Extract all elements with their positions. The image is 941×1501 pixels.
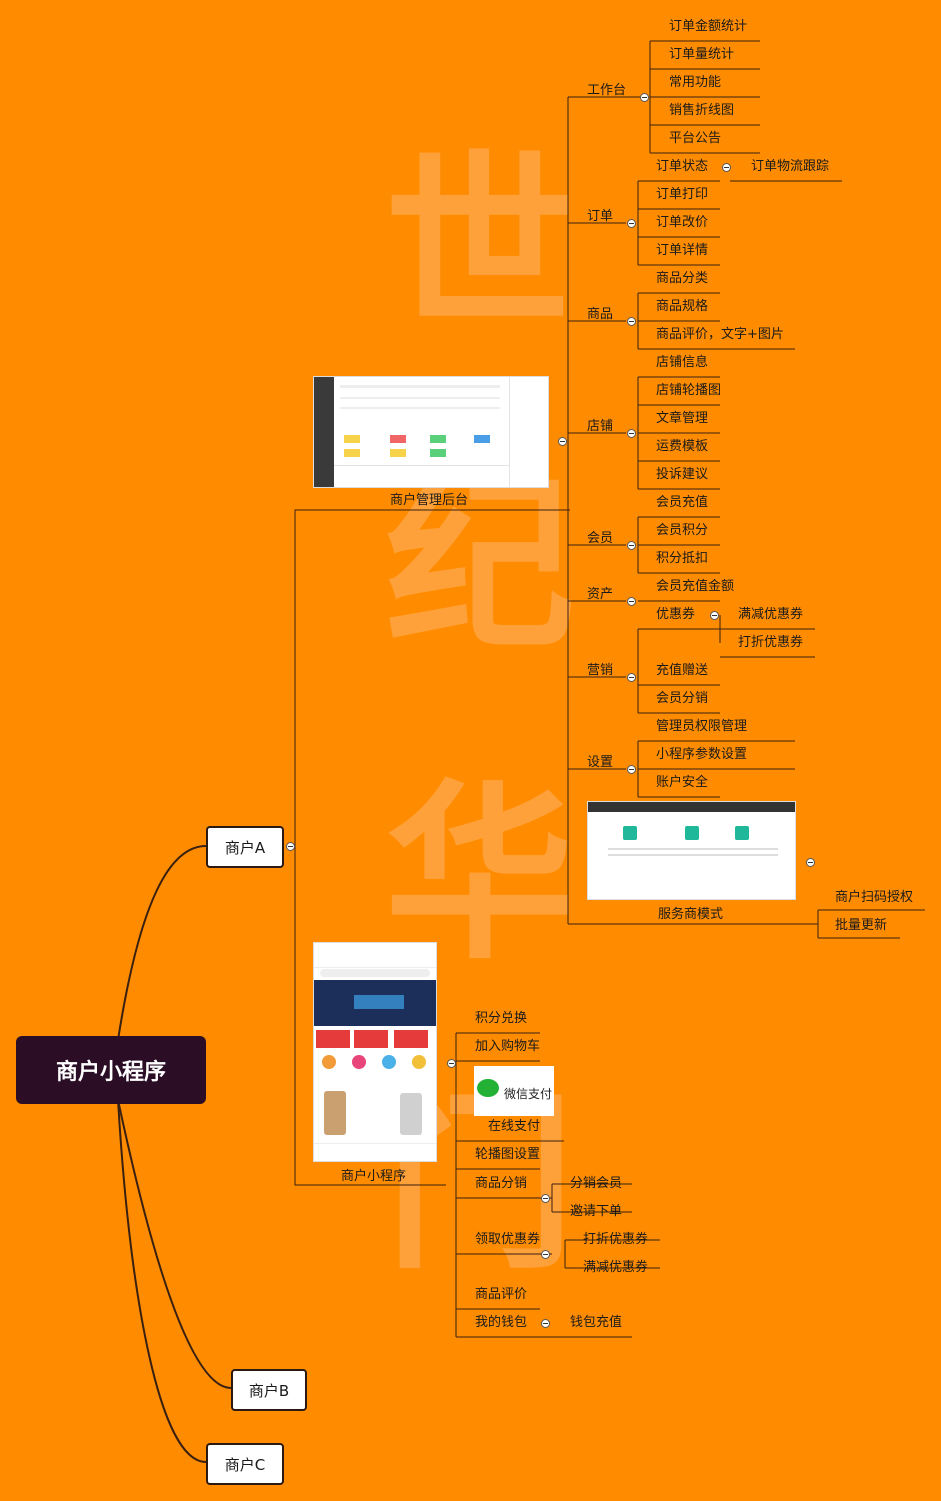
collapse-toggle-icon[interactable] [541, 1194, 550, 1203]
collapse-toggle-icon[interactable] [722, 163, 731, 172]
collapse-toggle-icon[interactable] [710, 611, 719, 620]
group-6-label[interactable]: 营销 [587, 663, 614, 678]
miniapp-item[interactable]: 领取优惠券 [475, 1232, 541, 1247]
admin-item[interactable]: 优惠券 [656, 607, 696, 622]
connector [117, 845, 207, 1041]
collapse-toggle-icon[interactable] [627, 317, 636, 326]
collapse-toggle-icon[interactable] [627, 597, 636, 606]
collapse-toggle-icon[interactable] [627, 219, 636, 228]
collapse-toggle-icon[interactable] [627, 429, 636, 438]
service-item[interactable]: 商户扫码授权 [835, 890, 914, 905]
miniapp-subitem[interactable]: 满减优惠券 [583, 1260, 649, 1275]
connector [294, 509, 570, 846]
miniapp-caption: 商户小程序 [341, 1169, 407, 1184]
wechat-pay-label: 微信支付 [504, 1087, 553, 1101]
admin-item[interactable]: 会员充值 [656, 495, 709, 510]
collapse-toggle-icon[interactable] [541, 1319, 550, 1328]
connector [117, 1099, 207, 1463]
collapse-toggle-icon[interactable] [627, 765, 636, 774]
admin-item[interactable]: 会员分销 [656, 691, 709, 706]
connector [294, 846, 446, 1186]
service-screenshot [587, 801, 796, 900]
admin-item[interactable]: 店铺信息 [656, 355, 709, 370]
admin-item[interactable]: 订单量统计 [669, 47, 735, 62]
collapse-toggle-icon[interactable] [627, 673, 636, 682]
miniapp-subitem[interactable]: 邀请下单 [570, 1204, 623, 1219]
watermark-char: 纪 [385, 454, 576, 675]
admin-item[interactable]: 管理员权限管理 [656, 719, 748, 734]
admin-item[interactable]: 常用功能 [669, 75, 722, 90]
admin-item[interactable]: 订单状态 [656, 159, 709, 174]
collapse-toggle-icon[interactable] [627, 541, 636, 550]
miniapp-item[interactable]: 轮播图设置 [475, 1147, 541, 1162]
admin-screenshot [313, 376, 549, 488]
admin-item[interactable]: 订单改价 [656, 215, 709, 230]
miniapp-subitem[interactable]: 钱包充值 [570, 1315, 623, 1330]
admin-item[interactable]: 小程序参数设置 [656, 747, 748, 762]
collapse-toggle-icon[interactable] [286, 842, 295, 851]
group-2-label[interactable]: 商品 [587, 307, 614, 322]
collapse-toggle-icon[interactable] [558, 437, 567, 446]
admin-item[interactable]: 充值赠送 [656, 663, 709, 678]
merchant-a-node[interactable]: 商户A [206, 826, 284, 868]
root-node[interactable]: 商户小程序 [16, 1036, 206, 1104]
miniapp-screenshot [313, 942, 437, 1162]
connector [117, 1099, 232, 1389]
collapse-toggle-icon[interactable] [806, 858, 815, 867]
miniapp-item[interactable]: 我的钱包 [475, 1315, 528, 1330]
admin-item[interactable]: 订单金额统计 [669, 19, 748, 34]
admin-item[interactable]: 投诉建议 [656, 467, 709, 482]
admin-item[interactable]: 会员充值金额 [656, 579, 735, 594]
group-3-label[interactable]: 店铺 [587, 419, 614, 434]
merchant-c-node[interactable]: 商户C [206, 1443, 284, 1485]
admin-item[interactable]: 商品评价，文字+图片 [656, 327, 784, 342]
admin-item[interactable]: 会员积分 [656, 523, 709, 538]
collapse-toggle-icon[interactable] [541, 1250, 550, 1259]
admin-item[interactable]: 商品分类 [656, 271, 709, 286]
admin-item[interactable]: 商品规格 [656, 299, 709, 314]
admin-item[interactable]: 文章管理 [656, 411, 709, 426]
admin-item[interactable]: 销售折线图 [669, 103, 735, 118]
admin-item[interactable]: 平台公告 [669, 131, 722, 146]
admin-subitem[interactable]: 满减优惠券 [738, 607, 804, 622]
admin-item[interactable]: 账户安全 [656, 775, 709, 790]
admin-subitem[interactable]: 打折优惠券 [738, 635, 804, 650]
miniapp-item[interactable]: 在线支付 [488, 1119, 541, 1134]
admin-item[interactable]: 订单打印 [656, 187, 709, 202]
group-1-label[interactable]: 订单 [587, 209, 614, 224]
admin-item[interactable]: 运费模板 [656, 439, 709, 454]
service-item[interactable]: 批量更新 [835, 918, 888, 933]
watermark-char: 华 [385, 764, 576, 985]
admin-item[interactable]: 店铺轮播图 [656, 383, 722, 398]
merchant-b-node[interactable]: 商户B [231, 1369, 307, 1411]
admin-item[interactable]: 积分抵扣 [656, 551, 709, 566]
miniapp-subitem[interactable]: 分销会员 [570, 1176, 623, 1191]
wechat-pay-card: 微信支付 [474, 1066, 554, 1116]
miniapp-item[interactable]: 商品评价 [475, 1287, 528, 1302]
admin-caption: 商户管理后台 [390, 493, 469, 508]
group-5-label[interactable]: 资产 [587, 587, 614, 602]
miniapp-item[interactable]: 加入购物车 [475, 1039, 541, 1054]
admin-subitem[interactable]: 订单物流跟踪 [751, 159, 830, 174]
group-0-label[interactable]: 工作台 [587, 83, 627, 98]
collapse-toggle-icon[interactable] [447, 1059, 456, 1068]
collapse-toggle-icon[interactable] [640, 93, 649, 102]
admin-item[interactable]: 订单详情 [656, 243, 709, 258]
group-4-label[interactable]: 会员 [587, 531, 614, 546]
miniapp-item[interactable]: 积分兑换 [475, 1011, 528, 1026]
miniapp-item[interactable]: 商品分销 [475, 1176, 528, 1191]
service-caption: 服务商模式 [658, 907, 724, 922]
group-7-label[interactable]: 设置 [587, 755, 614, 770]
watermark-char: 世 [385, 134, 576, 355]
miniapp-subitem[interactable]: 打折优惠券 [583, 1232, 649, 1247]
